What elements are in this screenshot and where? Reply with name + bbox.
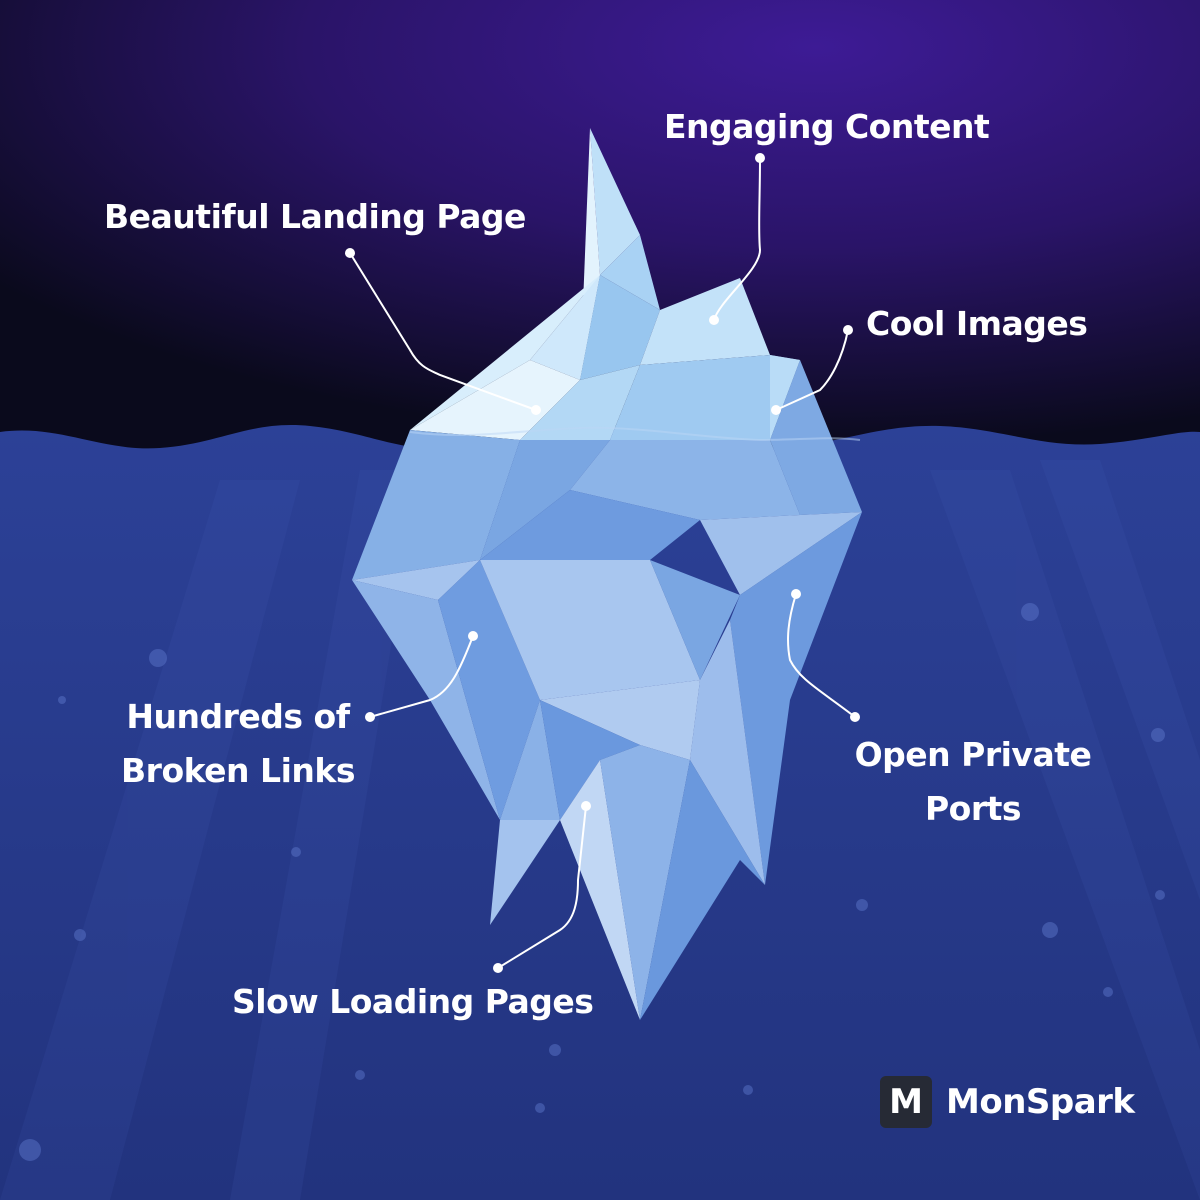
iceberg-tip — [410, 128, 800, 440]
underwater-light-rays — [0, 460, 1200, 1200]
connector-lines — [349, 157, 856, 969]
label-engaging-content: Engaging Content — [664, 107, 990, 146]
monspark-logo-icon: M — [880, 1076, 932, 1128]
water-bubbles — [19, 603, 1165, 1161]
label-cool-images: Cool Images — [866, 304, 1088, 343]
iceberg-underwater — [352, 360, 862, 1020]
brand-name: MonSpark — [946, 1082, 1135, 1122]
label-beautiful-landing-page: Beautiful Landing Page — [104, 197, 526, 236]
label-broken-links-line-1: Hundreds of — [126, 697, 350, 736]
label-open-private-ports: Open Private Ports — [848, 728, 1098, 836]
brand-logo: M MonSpark — [880, 1076, 1135, 1128]
label-broken-links-line-2: Broken Links — [121, 751, 355, 790]
label-open-private-ports-line-1: Open Private — [854, 735, 1092, 774]
connector-dots — [345, 153, 860, 973]
label-slow-loading-pages: Slow Loading Pages — [232, 982, 594, 1021]
label-broken-links: Hundreds of Broken Links — [118, 690, 358, 798]
label-open-private-ports-line-2: Ports — [924, 789, 1022, 828]
water-surface-line — [409, 426, 861, 442]
